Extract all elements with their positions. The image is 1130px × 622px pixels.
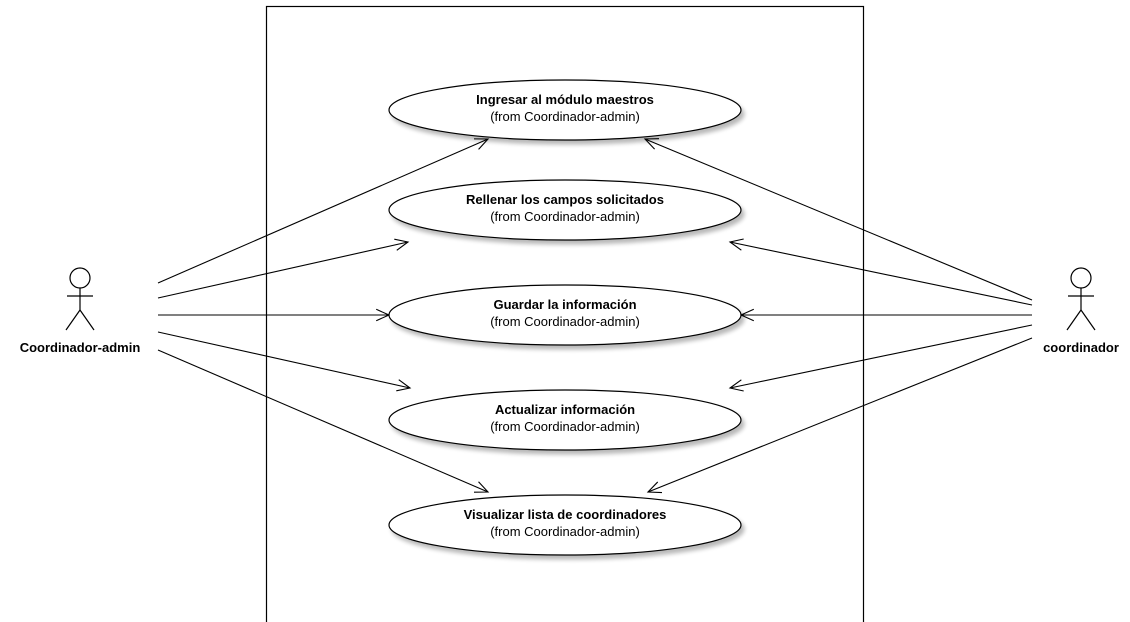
actor-leg-left [65, 309, 81, 331]
arrowhead [646, 481, 663, 494]
system-boundary [265, 5, 865, 622]
association-left-3 [157, 331, 412, 392]
association-right-4 [646, 337, 1033, 494]
arrowhead [394, 238, 410, 251]
actor-head [69, 267, 91, 289]
actor-leg-right [79, 309, 95, 331]
arrowhead [643, 138, 660, 150]
use-case-from: (from Coordinador-admin) [490, 419, 640, 434]
actor-label-right: coordinador [1043, 340, 1119, 355]
use-case-actualizar[interactable]: Actualizar información (from Coordinador… [388, 389, 742, 451]
association-left-0 [157, 138, 490, 284]
use-case-ellipse[interactable] [388, 179, 742, 241]
use-case-visualizar[interactable]: Visualizar lista de coordinadores (from … [388, 494, 742, 556]
arrowhead [396, 379, 412, 392]
association-line [157, 331, 411, 389]
association-line [157, 349, 489, 493]
actor-label-left: Coordinador-admin [20, 340, 141, 355]
association-right-3 [728, 324, 1033, 392]
use-case-name: Guardar la información [493, 297, 636, 312]
use-case-ingresar[interactable]: Ingresar al módulo maestros (from Coordi… [388, 79, 742, 141]
association-line [157, 138, 489, 284]
association-line [647, 337, 1033, 493]
use-case-from: (from Coordinador-admin) [490, 524, 640, 539]
association-line [729, 241, 1033, 306]
actor-leg-left [1066, 309, 1082, 331]
association-line [729, 324, 1033, 389]
association-right-0 [643, 138, 1033, 301]
actor-coordinador[interactable] [1066, 267, 1096, 331]
use-case-guardar[interactable]: Guardar la información (from Coordinador… [388, 284, 742, 346]
use-case-rellenar[interactable]: Rellenar los campos solicitados (from Co… [388, 179, 742, 241]
use-case-name: Actualizar información [495, 402, 635, 417]
association-left-1 [157, 238, 410, 299]
association-left-2 [158, 308, 391, 322]
use-case-from: (from Coordinador-admin) [490, 314, 640, 329]
arrowhead [728, 379, 744, 392]
use-case-ellipse[interactable] [388, 79, 742, 141]
use-case-ellipse[interactable] [388, 389, 742, 451]
association-line [157, 241, 409, 299]
association-left-4 [157, 349, 490, 493]
use-case-from: (from Coordinador-admin) [490, 109, 640, 124]
association-lines [157, 138, 1033, 494]
arrowhead [473, 138, 490, 150]
actor-head [1070, 267, 1092, 289]
arrowhead [728, 238, 744, 251]
use-case-ellipse[interactable] [388, 494, 742, 556]
use-case-ellipse[interactable] [388, 284, 742, 346]
association-right-2 [739, 308, 1032, 322]
actor-leg-right [1080, 309, 1096, 331]
association-line [644, 138, 1033, 301]
use-case-name: Ingresar al módulo maestros [476, 92, 654, 107]
actor-coordinador-admin[interactable] [65, 267, 95, 331]
use-case-name: Visualizar lista de coordinadores [464, 507, 667, 522]
use-case-name: Rellenar los campos solicitados [466, 192, 664, 207]
association-right-1 [728, 238, 1033, 306]
arrowhead [473, 481, 490, 493]
use-case-from: (from Coordinador-admin) [490, 209, 640, 224]
